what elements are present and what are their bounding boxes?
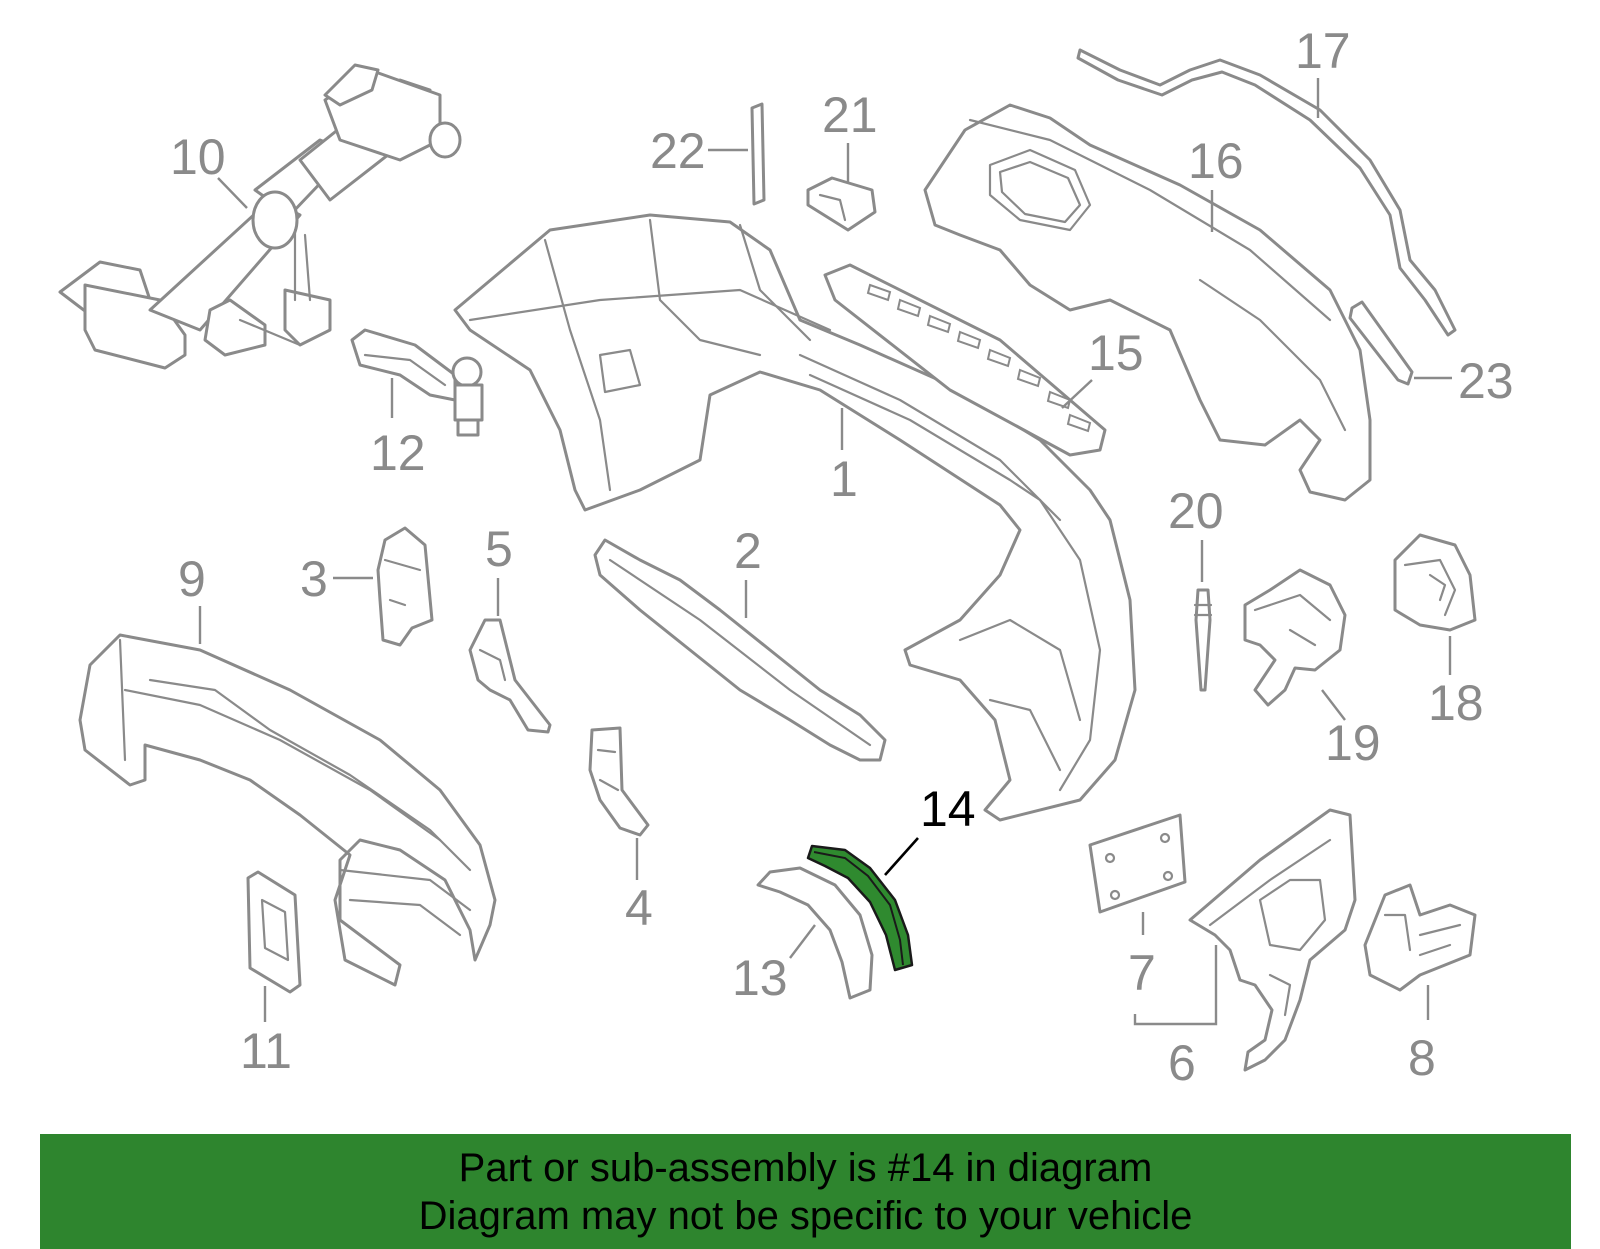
- callout-20: 20: [1168, 483, 1224, 539]
- callout-5: 5: [485, 521, 513, 577]
- callout-10: 10: [170, 129, 226, 185]
- callout-19: 19: [1325, 715, 1381, 771]
- callout-23: 23: [1458, 353, 1514, 409]
- part-23-reflector[interactable]: [1348, 300, 1414, 386]
- part-2-reinforcement[interactable]: [593, 538, 887, 762]
- leader-10: [217, 177, 248, 209]
- part-22-rod[interactable]: [750, 102, 766, 206]
- callout-6: 6: [1168, 1035, 1196, 1091]
- callout-2: 2: [734, 523, 762, 579]
- part-12-tow-ball-bracket[interactable]: [350, 328, 484, 437]
- callout-13: 13: [732, 950, 788, 1006]
- callout-1: 1: [830, 451, 858, 507]
- part-18-housing[interactable]: [1393, 533, 1477, 632]
- leader-14: [884, 837, 919, 876]
- callout-3: 3: [300, 551, 328, 607]
- part-1-bumper-cover[interactable]: [453, 213, 1137, 822]
- callout-14: 14: [920, 781, 976, 837]
- callout-17: 17: [1295, 23, 1351, 79]
- banner-line-1: Part or sub-assembly is #14 in diagram: [458, 1145, 1153, 1190]
- part-10-hitch-receiver[interactable]: [58, 63, 462, 370]
- callout-7: 7: [1128, 945, 1156, 1001]
- leader-15: [1061, 379, 1093, 409]
- part-4-bracket[interactable]: [588, 726, 650, 837]
- part-9-reinforcement-beam[interactable]: [78, 633, 497, 987]
- part-20-pin[interactable]: [1193, 588, 1213, 692]
- part-8-bracket[interactable]: [1363, 883, 1477, 992]
- part-6-side-bracket[interactable]: [1188, 808, 1357, 1072]
- banner-line-2: Diagram may not be specific to your vehi…: [418, 1193, 1193, 1238]
- callout-11: 11: [240, 1023, 292, 1079]
- leader-6: [1133, 945, 1218, 1026]
- part-11-gasket[interactable]: [246, 870, 302, 994]
- callout-9: 9: [178, 551, 206, 607]
- part-15-strip[interactable]: [823, 263, 1107, 457]
- leader-13: [789, 924, 816, 959]
- part-17-trim-strip[interactable]: [1076, 48, 1457, 337]
- callout-18: 18: [1428, 675, 1484, 731]
- part-13-arch-liner[interactable]: [756, 866, 874, 1000]
- callout-16: 16: [1188, 133, 1244, 189]
- leader-19: [1321, 689, 1346, 721]
- parts-diagram: 10 12 22 21 1: [58, 23, 1514, 1091]
- part-3-bracket[interactable]: [376, 526, 434, 647]
- callout-8: 8: [1408, 1030, 1436, 1086]
- callout-12: 12: [370, 425, 426, 481]
- part-7-plate-bracket[interactable]: [1088, 813, 1187, 914]
- part-5-bracket[interactable]: [468, 618, 552, 734]
- part-21-clip[interactable]: [806, 176, 877, 232]
- part-16-diffuser[interactable]: [923, 103, 1372, 502]
- callout-21: 21: [822, 87, 878, 143]
- part-19-bracket[interactable]: [1243, 568, 1347, 707]
- callout-22: 22: [650, 123, 706, 179]
- callout-15: 15: [1088, 325, 1144, 381]
- callout-4: 4: [625, 880, 653, 936]
- part-14-arch-trim[interactable]: [806, 844, 914, 972]
- info-banner: Part or sub-assembly is #14 in diagram D…: [40, 1134, 1571, 1249]
